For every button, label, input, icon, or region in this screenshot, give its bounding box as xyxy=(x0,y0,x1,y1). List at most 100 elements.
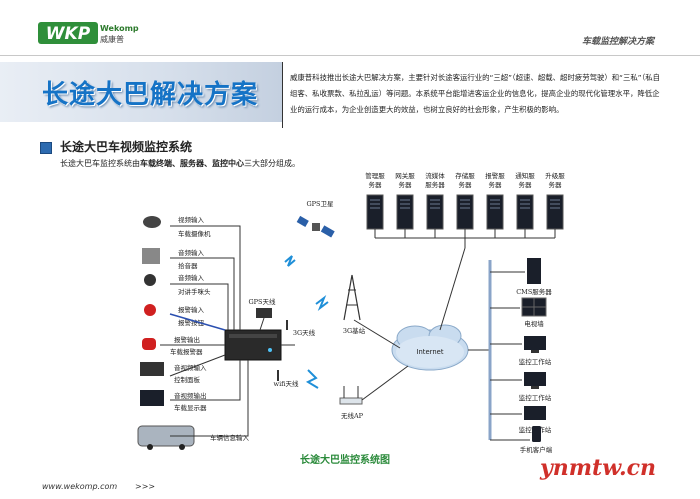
signal-wave-icon xyxy=(315,295,329,311)
antenna-3g-label: 3G天线 xyxy=(293,328,316,337)
camera-icon xyxy=(143,216,161,228)
server-7: 升级服 务器 xyxy=(545,171,565,230)
server-label-1b: 务器 xyxy=(369,180,383,189)
workstation-icon xyxy=(524,406,546,420)
left-device-label-b: 车载报警器 xyxy=(170,347,203,356)
server-label-2a: 网关服 xyxy=(395,171,415,180)
right-device-1: CMS服务器 xyxy=(490,258,552,296)
section-subtitle: 长途大巴车监控系统由车载终端、服务器、监控中心三大部分组成。 xyxy=(60,158,300,169)
section-sub-prefix: 长途大巴车监控系统由 xyxy=(60,159,140,168)
title-banner xyxy=(0,62,282,122)
logo-text-en: Wekomp xyxy=(100,24,139,33)
cms-server-icon xyxy=(527,258,541,284)
right-device-2: 电视墙 xyxy=(490,297,547,328)
left-device-3: 音频输入 对讲手咪头 xyxy=(144,273,211,296)
right-device-3: 监控工作站 xyxy=(490,336,552,366)
right-device-4: 监控工作站 xyxy=(490,372,552,402)
wireless-ap-icon xyxy=(339,397,363,405)
server-5: 报警服 务器 xyxy=(485,171,505,230)
alarm-button-icon xyxy=(144,304,156,316)
diagram-caption: 长途大巴监控系统图 xyxy=(300,455,390,466)
left-device-label-b: 报警按钮 xyxy=(178,318,205,327)
left-device-4: 报警输入 报警按钮 xyxy=(144,304,205,327)
workstation-icon xyxy=(524,336,546,350)
logo-text-cn: 威康普 xyxy=(100,35,124,44)
satellite-icon xyxy=(296,215,335,238)
section-sub-bold: 车载终端、服务器、监控中心 xyxy=(140,159,244,168)
right-device-6: 手机客户端 xyxy=(490,426,553,454)
signal-wave-icon xyxy=(284,255,296,267)
server-4: 存储服 务器 xyxy=(455,171,475,230)
workstation-icon xyxy=(524,372,546,386)
gps-antenna-icon xyxy=(256,308,272,318)
section-title: 长途大巴车视频监控系统 xyxy=(60,140,193,154)
system-diagram: 管理服 务器 网关服 务器 流媒体 服务器 存储服 务器 报警服 务器 xyxy=(130,170,670,470)
cell-tower-icon xyxy=(343,274,361,321)
wifi-antenna-label: wifi天线 xyxy=(274,379,299,388)
right-device-label: 监控工作站 xyxy=(519,357,552,366)
gps-antenna-label: GPS天线 xyxy=(248,297,276,306)
handheld-mic-icon xyxy=(144,274,156,286)
left-device-label-b: 拾音器 xyxy=(178,261,198,270)
left-device-label-a: 报警输入 xyxy=(178,305,205,314)
left-device-label-a: 报警输出 xyxy=(174,335,200,344)
left-device-label-b: 车载摄像机 xyxy=(178,229,211,238)
section-sub-suffix: 三大部分组成。 xyxy=(244,159,300,168)
server-label-4b: 务器 xyxy=(459,180,473,189)
right-device-label: CMS服务器 xyxy=(516,287,552,296)
server-3: 流媒体 服务器 xyxy=(425,171,445,230)
internet-label: Internet xyxy=(417,348,444,356)
right-device-label: 电视墙 xyxy=(524,319,544,328)
left-device-label-b: 控制面板 xyxy=(174,375,201,384)
svg-text:WKP: WKP xyxy=(46,24,91,44)
banner-title: 长途大巴解决方案 xyxy=(42,80,259,110)
header-divider xyxy=(0,55,700,56)
vehicle-terminal-icon xyxy=(224,329,282,361)
right-device-label: 监控工作站 xyxy=(519,393,552,402)
server-label-2b: 务器 xyxy=(399,180,413,189)
server-label-1a: 管理服 xyxy=(365,171,385,180)
internet-cloud-icon xyxy=(391,324,469,371)
banner-divider xyxy=(282,62,283,128)
section-bullet-icon xyxy=(40,142,52,154)
left-device-5: 报警输出 车载报警器 xyxy=(142,335,203,356)
server-label-6b: 务器 xyxy=(519,180,533,189)
left-device-8: 车辆信息输入 xyxy=(137,425,250,450)
server-label-6a: 通知服 xyxy=(515,171,535,180)
server-group: 管理服 务器 网关服 务器 流媒体 服务器 存储服 务器 报警服 务器 xyxy=(365,171,565,248)
footer-arrows: >>> xyxy=(135,482,156,491)
left-device-label-a: 音视频输出 xyxy=(174,391,207,400)
wireless-ap-label: 无线AP xyxy=(341,411,364,420)
right-device-5: 监控工作站 xyxy=(490,406,552,434)
left-device-label-b: 对讲手咪头 xyxy=(178,287,211,296)
left-device-1: 视频输入 车载摄像机 xyxy=(143,215,211,238)
server-label-5a: 报警服 xyxy=(485,171,505,180)
server-label-3b: 服务器 xyxy=(425,180,445,189)
server-label-7a: 升级服 xyxy=(545,171,565,180)
server-1: 管理服 务器 xyxy=(365,171,385,230)
left-device-label-a: 音频输入 xyxy=(178,248,205,257)
base-3g-label: 3G基站 xyxy=(343,326,366,335)
intro-paragraph: 威康普科技推出长途大巴解决方案，主要针对长途客运行业的“三超”（超速、超载、超时… xyxy=(290,73,661,114)
left-device-label-a: 音视频输入 xyxy=(174,363,207,372)
header-title: 车载监控解决方案 xyxy=(581,37,654,47)
server-label-7b: 务器 xyxy=(549,180,563,189)
company-logo: WKP xyxy=(38,20,100,46)
left-device-7: 音视频输出 车载显示器 xyxy=(140,390,207,412)
left-device-2: 音频输入 拾音器 xyxy=(142,248,205,270)
left-device-label-a: 车辆信息输入 xyxy=(210,433,250,442)
server-label-4a: 存储服 xyxy=(455,171,475,180)
gps-satellite-label: GPS卫星 xyxy=(306,200,334,208)
signal-wave-icon xyxy=(305,369,319,389)
left-device-label-a: 视频输入 xyxy=(178,215,205,224)
mobile-phone-icon xyxy=(532,426,541,442)
right-device-label: 手机客户端 xyxy=(520,445,553,454)
control-panel-icon xyxy=(140,362,164,376)
watermark: ynmtw.cn xyxy=(540,455,656,481)
monitor-display-icon xyxy=(140,390,164,406)
server-6: 通知服 务器 xyxy=(515,171,535,230)
server-2: 网关服 务器 xyxy=(395,171,415,230)
left-device-6: 音视频输入 控制面板 xyxy=(140,362,207,384)
left-device-label-b: 车载显示器 xyxy=(174,403,207,412)
footer-url-link[interactable]: www.wekomp.com xyxy=(42,482,118,491)
